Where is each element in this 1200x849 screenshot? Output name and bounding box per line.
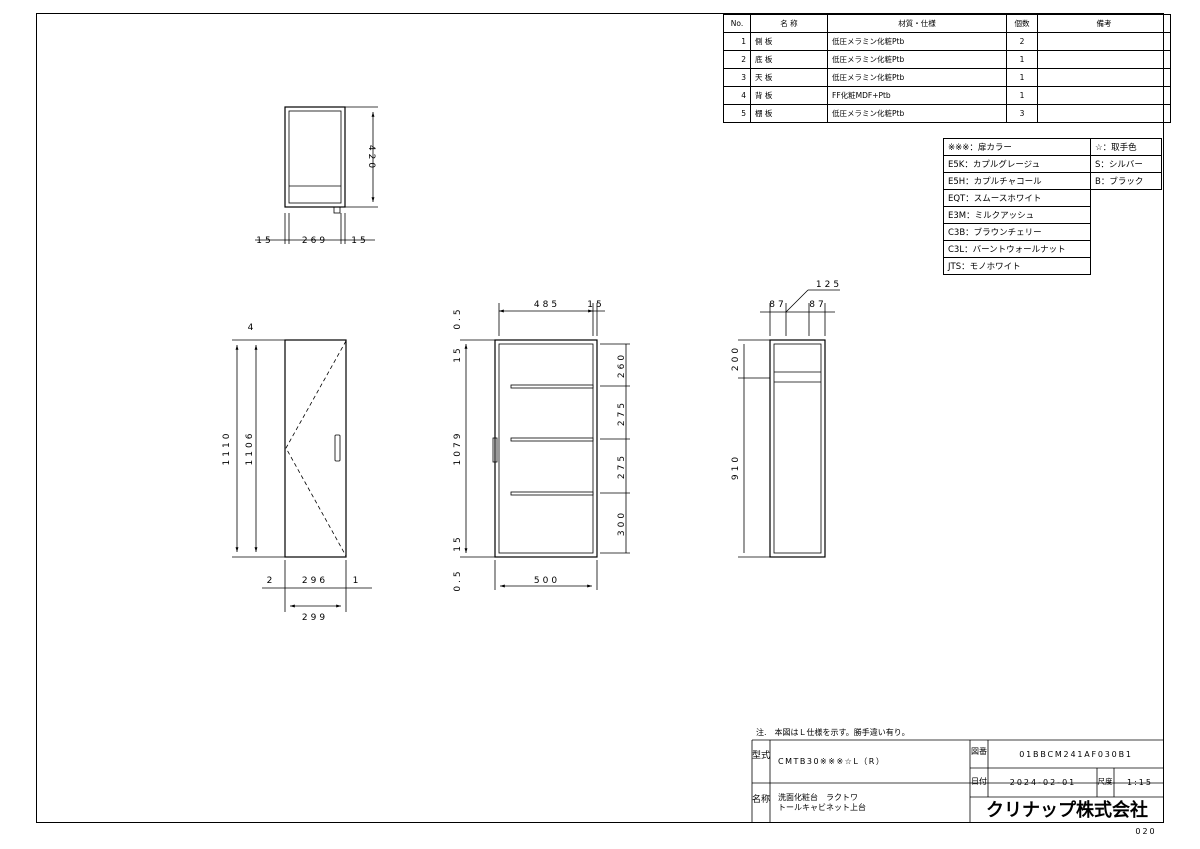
drawing-note: 注. 本図はＬ仕様を示す。勝手違い有り。 — [756, 727, 910, 737]
company-name: クリナップ株式会社 — [986, 799, 1148, 821]
dim-back-right: 87 — [809, 300, 826, 310]
product-name-line1: 洗面化粧台 ラクトワ — [778, 792, 858, 802]
dim-side-right: 1 — [353, 576, 362, 586]
dim-front-top-panel: 15 — [453, 345, 463, 362]
dim-front-panel: 15 — [587, 300, 604, 310]
dim-shelf-1: 260 — [617, 352, 627, 378]
front-view — [460, 303, 630, 590]
date-label: 日付 — [971, 776, 987, 786]
dim-side-left: 2 — [267, 576, 276, 586]
dim-shelf-2: 275 — [617, 400, 627, 426]
model-value: CMTB30※※※☆L（R） — [778, 757, 885, 766]
side-view — [232, 339, 372, 612]
drawing-no-label: 図番 — [971, 746, 987, 756]
part-qty: 3 — [1006, 104, 1038, 123]
dim-front-total-width: 500 — [534, 576, 560, 586]
handle-color-item: B：ブラック — [1090, 172, 1162, 190]
dim-top-right: 15 — [351, 236, 368, 246]
color-table: ※※※：扉カラー ☆：取手色 E5K：カプルグレージュ S：シルバー E5H：カ… — [943, 138, 1162, 275]
back-view — [738, 289, 840, 558]
dim-top-height: 420 — [366, 145, 376, 171]
scale: 1:15 — [1127, 778, 1153, 787]
dim-front-bottom-panel: 15 — [453, 534, 463, 551]
dim-side-total: 299 — [302, 613, 328, 623]
date: 2024-02-01 — [1010, 778, 1077, 787]
parts-table-header: No. 名 称 材質・仕様 個数 備考 — [723, 14, 1171, 33]
dim-side-overall: 1110 — [222, 431, 232, 466]
dim-back-left: 87 — [769, 300, 786, 310]
scale-label: 尺度 — [1098, 776, 1114, 786]
model-label: 型式 — [752, 749, 770, 761]
door-color-item: JTS：モノホワイト — [943, 257, 1091, 275]
drawing-frame — [36, 13, 1164, 823]
product-name-line2: トールキャビネット上台 — [778, 802, 866, 812]
dim-side-depth: 296 — [302, 576, 328, 586]
dim-side-body: 1106 — [245, 431, 255, 466]
part-note — [1037, 104, 1171, 123]
top-view — [255, 106, 378, 244]
dim-front-bottom-gap: 0.5 — [453, 568, 463, 591]
dim-front-top-gap: 0.5 — [453, 306, 463, 329]
parts-table: No. 名 称 材質・仕様 個数 備考 1 側 板 低圧メラミン化粧Ptb 2 … — [723, 14, 1171, 123]
dim-side-top: 4 — [248, 323, 257, 333]
title-block-lines — [751, 739, 1164, 823]
dim-shelf-4: 300 — [617, 510, 627, 536]
dim-top-left: 15 — [256, 236, 273, 246]
dim-front-inner-height: 1079 — [453, 431, 463, 466]
page-number: 020 — [1135, 827, 1156, 836]
table-row: 1 側 板 低圧メラミン化粧Ptb 2 — [723, 32, 1171, 51]
dim-top-inner: 269 — [302, 236, 328, 246]
dim-back-lower: 910 — [731, 454, 741, 480]
dim-front-inner-width: 485 — [534, 300, 560, 310]
table-row: 5 棚 板 低圧メラミン化粧Ptb 3 — [723, 104, 1171, 123]
name-label: 名称 — [752, 793, 770, 805]
drawing-no: 01BBCM241AF030B1 — [1019, 750, 1133, 759]
dim-shelf-3: 275 — [617, 453, 627, 479]
dim-back-center: 125 — [816, 280, 842, 290]
dim-back-upper: 200 — [731, 345, 741, 371]
table-row: 2 底 板 低圧メラミン化粧Ptb 1 — [723, 50, 1171, 69]
table-row: 3 天 板 低圧メラミン化粧Ptb 1 — [723, 68, 1171, 87]
